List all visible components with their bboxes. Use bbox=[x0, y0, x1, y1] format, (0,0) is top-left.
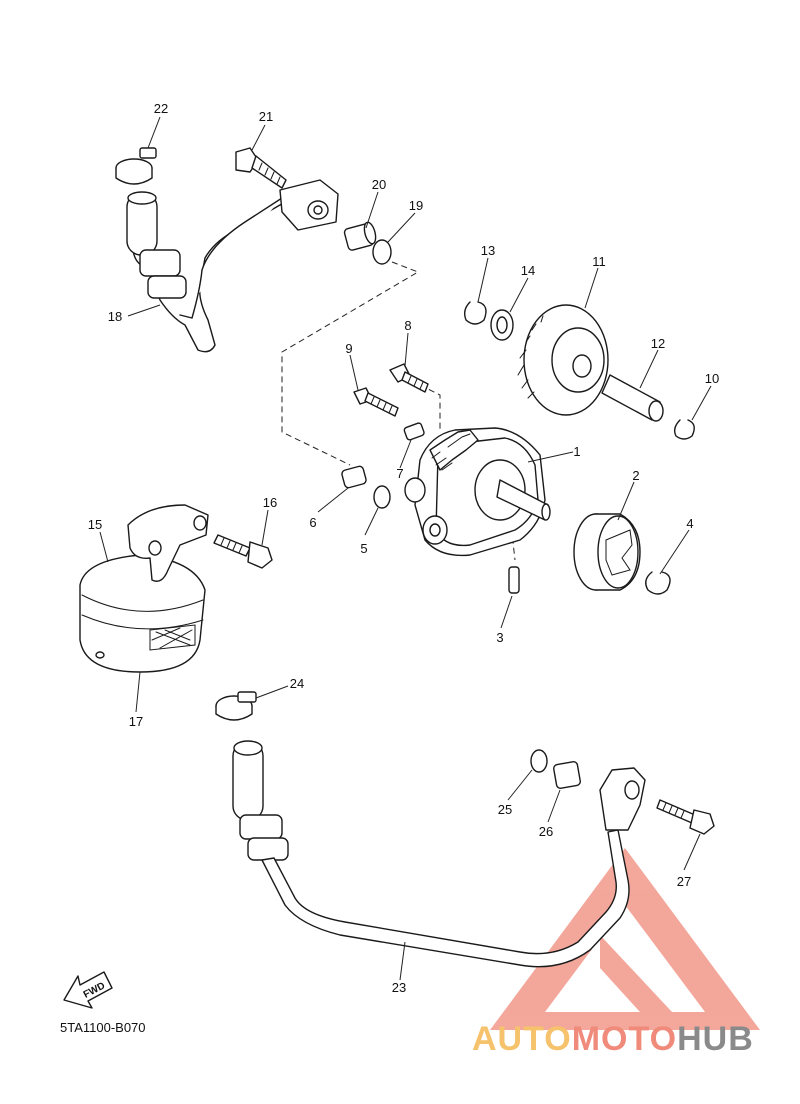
collar-6-icon bbox=[341, 465, 367, 489]
hose-clip-22-icon bbox=[115, 147, 157, 185]
part-label-12: 12 bbox=[651, 336, 665, 351]
pin-3-icon bbox=[508, 566, 520, 594]
part-label-17: 17 bbox=[129, 714, 143, 729]
circlip-4-icon bbox=[645, 571, 671, 595]
part-label-25: 25 bbox=[498, 802, 512, 817]
collar-20-icon bbox=[343, 221, 377, 251]
part-label-6: 6 bbox=[309, 515, 316, 530]
part-label-19: 19 bbox=[409, 198, 423, 213]
part-label-20: 20 bbox=[372, 177, 386, 192]
part-label-11: 11 bbox=[592, 254, 606, 269]
hose-clip-24-icon bbox=[215, 691, 257, 721]
oil-pipe-lower bbox=[232, 740, 646, 968]
watermark-logo-icon bbox=[490, 848, 760, 1030]
part-label-4: 4 bbox=[686, 516, 693, 531]
part-label-5: 5 bbox=[360, 541, 367, 556]
part-label-7: 7 bbox=[396, 466, 403, 481]
part-label-9: 9 bbox=[345, 341, 352, 356]
diagram-code: 5TA1100-B070 bbox=[60, 1020, 146, 1035]
part-label-27: 27 bbox=[677, 874, 691, 889]
pin-7-icon bbox=[403, 422, 425, 441]
part-label-16: 16 bbox=[263, 495, 277, 510]
watermark-brand-text: AUTOMOTOHUB bbox=[472, 1020, 754, 1059]
oil-pipe-upper bbox=[126, 179, 339, 353]
gear-11-icon bbox=[517, 304, 609, 416]
part-labels: 1 2 3 4 5 6 7 8 9 10 11 12 13 14 15 16 1… bbox=[60, 101, 719, 1035]
part-label-10: 10 bbox=[705, 371, 719, 386]
oil-strainer-assembly bbox=[79, 504, 209, 673]
bolt-21-icon bbox=[235, 147, 287, 189]
part-label-23: 23 bbox=[392, 980, 406, 995]
screw-9-icon bbox=[353, 387, 399, 417]
o-ring-25-icon bbox=[530, 749, 548, 773]
brand-part-1: AUTO bbox=[472, 1020, 572, 1058]
circlip-10-icon bbox=[673, 419, 695, 440]
part-label-15: 15 bbox=[88, 517, 102, 532]
leader-lines bbox=[99, 116, 712, 981]
rotor-2-icon bbox=[573, 513, 641, 591]
collar-26-icon bbox=[553, 761, 581, 789]
part-label-26: 26 bbox=[539, 824, 553, 839]
part-label-22: 22 bbox=[154, 101, 168, 116]
brand-part-3: HUB bbox=[677, 1020, 754, 1058]
part-label-18: 18 bbox=[108, 309, 122, 324]
brand-part-2: MOTO bbox=[571, 1020, 678, 1058]
washer-14-icon bbox=[490, 309, 514, 341]
bolt-16-icon bbox=[213, 534, 273, 569]
circlip-13-icon bbox=[463, 301, 487, 325]
o-ring-19-icon bbox=[372, 239, 392, 265]
fwd-arrow-icon: FWD bbox=[63, 971, 113, 1009]
screw-8-icon bbox=[389, 363, 429, 393]
oil-pump-body bbox=[404, 427, 551, 557]
o-ring-5-icon bbox=[373, 485, 391, 509]
part-label-2: 2 bbox=[632, 468, 639, 483]
part-label-1: 1 bbox=[573, 444, 580, 459]
shaft-12-icon bbox=[601, 374, 664, 422]
part-label-21: 21 bbox=[259, 109, 273, 124]
part-label-3: 3 bbox=[496, 630, 503, 645]
part-label-14: 14 bbox=[521, 263, 535, 278]
bolt-27-icon bbox=[656, 799, 715, 835]
part-label-8: 8 bbox=[404, 318, 411, 333]
part-label-13: 13 bbox=[481, 243, 495, 258]
part-label-24: 24 bbox=[290, 676, 304, 691]
